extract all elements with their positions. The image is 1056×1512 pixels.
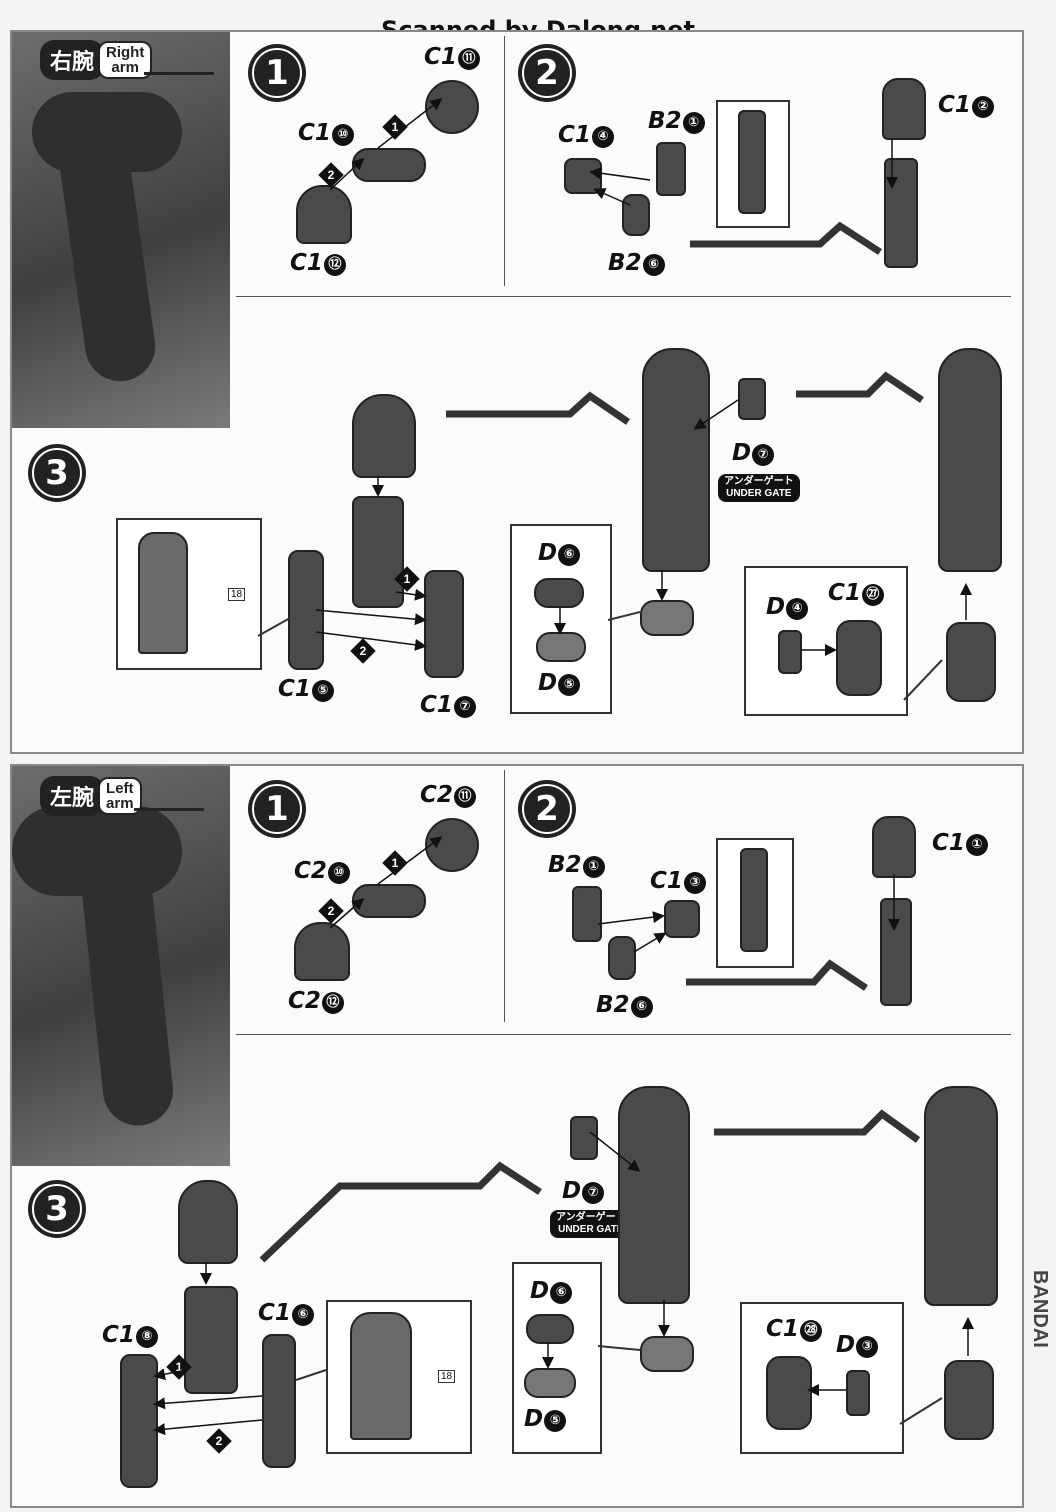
wrist-band-part [534, 578, 584, 608]
upper-arm-part [872, 816, 916, 878]
sticker-number: 18 [438, 1370, 456, 1383]
hand-part [946, 622, 996, 702]
upper-arm-part [882, 78, 926, 140]
step-2-badge: 2 [518, 44, 576, 102]
step-1-badge: 1 [248, 780, 306, 838]
elbow-part [656, 142, 686, 196]
badge-swoosh [133, 794, 204, 811]
elbow-part [608, 936, 636, 980]
wrist-band-part [524, 1368, 576, 1398]
hand-part [944, 1360, 994, 1440]
elbow-detail-part [738, 110, 766, 214]
detail-inset [716, 838, 794, 968]
forearm-armor-sticker-view [350, 1312, 412, 1440]
right-step-divider-h [236, 296, 1011, 297]
step-3-badge: 3 [28, 444, 86, 502]
hand-part [846, 1370, 870, 1416]
shoulder-cap-part [296, 185, 352, 244]
shoulder-cap-part [294, 922, 350, 981]
arm-assembly-part [642, 348, 710, 572]
elbow-part [622, 194, 650, 236]
hand-part [778, 630, 802, 674]
badge-swoosh [144, 58, 215, 75]
elbow-detail-part [740, 848, 768, 952]
upper-arm-part [352, 394, 416, 478]
elbow-cover-part [570, 1116, 598, 1160]
hand-part [836, 620, 882, 696]
forearm-joint-part [352, 496, 404, 608]
left-step-divider-h [236, 1034, 1011, 1035]
ball-joint-part [352, 884, 426, 918]
step-1-badge: 1 [248, 44, 306, 102]
left-arm-photo [12, 766, 230, 1166]
right-arm-photo [12, 32, 230, 428]
hand-inset [740, 1302, 904, 1454]
arm-complete-part [924, 1086, 998, 1306]
upper-arm-part [178, 1180, 238, 1264]
elbow-part [664, 900, 700, 938]
left-step-divider-v [504, 770, 505, 1022]
forearm-shell-part [262, 1334, 296, 1468]
sticker-number: 18 [228, 588, 246, 601]
wrist-band-part [640, 600, 694, 636]
step-2-badge: 2 [518, 780, 576, 838]
maker-logo: BANDAI [1029, 1270, 1051, 1348]
right-step-divider-v [504, 36, 505, 286]
arm-complete-part [938, 348, 1002, 572]
left-arm-title-ja: 左腕 [40, 776, 105, 816]
wrist-band-part [640, 1336, 694, 1372]
elbow-cover-part [738, 378, 766, 420]
arm-assembly-part [618, 1086, 690, 1304]
forearm-armor-sticker-view [138, 532, 188, 654]
wrist-band-part [526, 1314, 574, 1344]
forearm-joint-part [880, 898, 912, 1006]
forearm-joint-part [184, 1286, 238, 1394]
forearm-joint-part [884, 158, 918, 268]
step-3-badge: 3 [28, 1180, 86, 1238]
forearm-shell-part [120, 1354, 158, 1488]
elbow-part [572, 886, 602, 942]
right-arm-title-ja: 右腕 [40, 40, 105, 80]
